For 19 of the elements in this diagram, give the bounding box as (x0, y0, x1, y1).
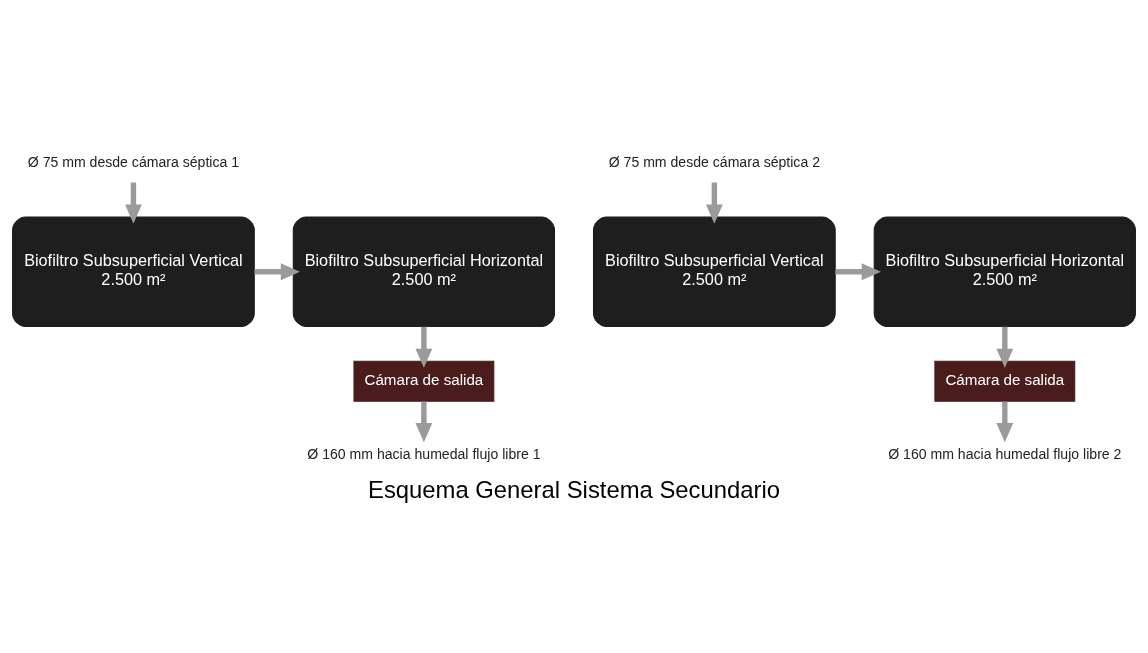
node-text: Ø 160 mm hacia humedal flujo libre 1 (307, 446, 541, 463)
diagram-title: Esquema General Sistema Secundario (368, 476, 780, 504)
arrow (254, 263, 300, 281)
arrow (415, 401, 433, 443)
arrow (996, 326, 1014, 368)
arrow (125, 182, 142, 224)
node-box: Cámara de salida (353, 360, 495, 402)
arrow (705, 182, 723, 224)
node-box: Biofiltro Subsuperficial Horizontal 2.500 m² (873, 216, 1136, 328)
node-text: Ø 75 mm desde cámara séptica 2 (608, 153, 820, 170)
arrow (996, 401, 1014, 443)
node-text: Ø 75 mm desde cámara séptica 1 (27, 153, 240, 170)
node-box: Biofiltro Subsuperficial Vertical 2.500 m² (12, 216, 255, 328)
node-box: Cámara de salida (934, 360, 1076, 402)
arrow (835, 263, 881, 281)
arrow (415, 326, 433, 368)
node-box: Biofiltro Subsuperficial Vertical 2.500 m² (592, 216, 836, 328)
node-box: Biofiltro Subsuperficial Horizontal 2.500 m² (292, 216, 556, 328)
node-text: Ø 160 mm hacia humedal flujo libre 2 (888, 446, 1122, 463)
